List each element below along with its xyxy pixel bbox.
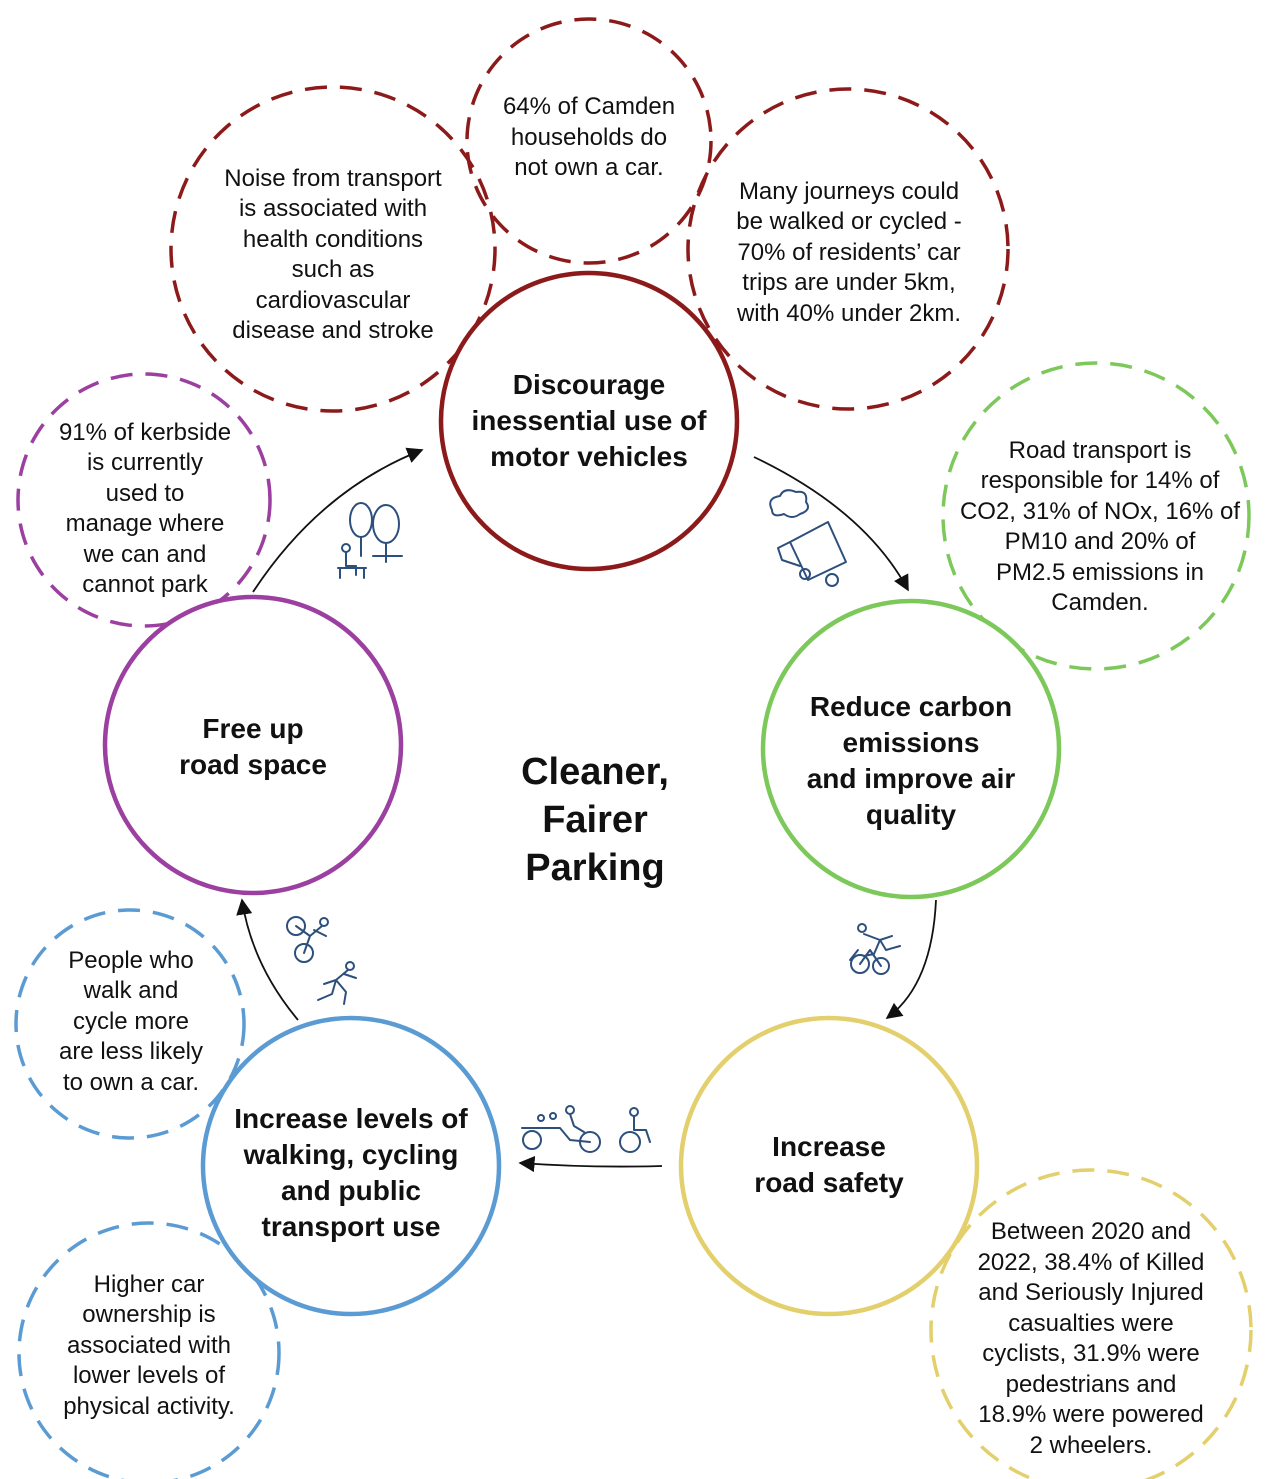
fact-circle-noise (169, 85, 497, 413)
arrow-free-to-discourage (252, 447, 424, 593)
fact-circle-camden-cars (465, 17, 713, 265)
trees-bench-icon (337, 502, 403, 579)
arrow-safety-to-increase (518, 1155, 663, 1173)
fact-circle-casualties (929, 1168, 1253, 1479)
main-circle-reduce (760, 598, 1062, 900)
fact-label-walk-cycle: People who walk and cycle more are less … (58, 946, 204, 1096)
arrow-discourage-to-reduce (753, 456, 909, 592)
fact-circle-kerbside (16, 372, 272, 628)
arrow-reduce-to-safety (885, 899, 937, 1019)
main-label-safety: Increase road safety (754, 1131, 904, 1198)
main-circle-discourage (438, 270, 740, 572)
diagram-title: Cleaner, Fairer Parking (521, 751, 669, 889)
main-label-increase: Increase levels of walking, cycling and … (234, 1103, 468, 1242)
fact-label-camden-cars: 64% of Camden households do not own a ca… (502, 93, 676, 182)
fact-circle-walk-cycle (14, 908, 246, 1140)
cyclist-pedestrian-icon (849, 923, 901, 975)
main-label-free: Free up road space (179, 713, 327, 780)
fact-label-journeys: Many journeys could be walked or cycled … (736, 177, 962, 327)
cargo-bike-wheelchair-icon (521, 1105, 651, 1153)
fact-label-road-transport: Road transport is responsible for 14% of… (959, 436, 1241, 617)
fact-circle-journeys (686, 87, 1010, 411)
main-circle-free (102, 594, 404, 896)
fact-label-kerbside: 91% of kerbside is currently used to man… (58, 418, 232, 599)
fact-circle-car-ownership (17, 1221, 281, 1479)
main-circle-increase (200, 1015, 502, 1317)
arrow-increase-to-free (236, 898, 299, 1021)
lorry-exhaust-icon (769, 489, 847, 587)
fact-label-casualties: Between 2020 and 2022, 38.4% of Killed a… (977, 1218, 1205, 1459)
fact-circle-road-transport (941, 361, 1251, 671)
main-label-discourage: Discourage inessential use of motor vehi… (471, 369, 707, 472)
fact-label-car-ownership: Higher car ownership is associated with … (63, 1270, 235, 1420)
main-circle-safety (678, 1015, 980, 1317)
fact-label-noise: Noise from transport is associated with … (224, 164, 442, 345)
main-label-reduce: Reduce carbon emissions and improve air … (806, 691, 1016, 830)
cyclist-walker-icon (286, 916, 357, 1005)
